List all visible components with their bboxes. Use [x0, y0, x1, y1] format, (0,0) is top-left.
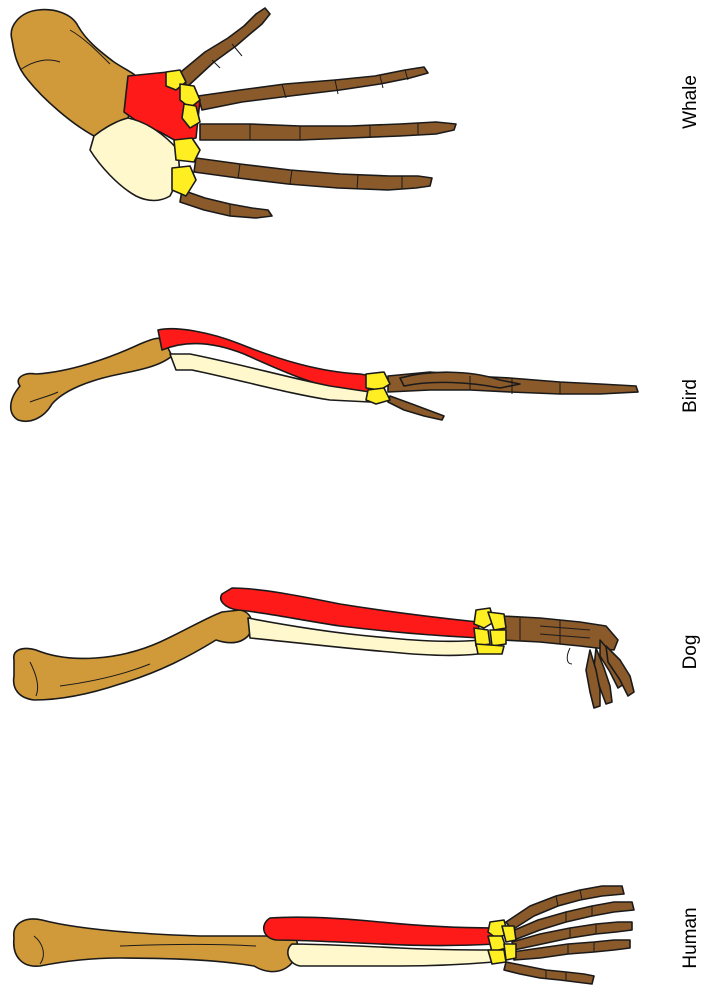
- human-limb: [14, 886, 634, 984]
- human-phalanges: [504, 886, 634, 984]
- dog-carpal: [488, 612, 506, 630]
- dog-carpal: [476, 644, 504, 654]
- human-thumb: [504, 962, 594, 984]
- dog-phalanges: [502, 616, 634, 708]
- label-bird: Bird: [680, 379, 701, 413]
- bird-digit-lower: [388, 396, 444, 420]
- label-human: Human: [680, 907, 701, 968]
- human-radius: [264, 917, 496, 945]
- whale-carpal: [174, 138, 200, 162]
- human-carpal: [488, 950, 506, 964]
- human-ulna: [288, 944, 494, 966]
- whale-phalanges: [176, 8, 456, 218]
- dog-carpal: [490, 630, 506, 646]
- whale-finger-5: [180, 190, 272, 218]
- label-dog: Dog: [680, 635, 701, 670]
- human-carpal: [502, 926, 516, 942]
- whale-carpal: [172, 166, 196, 196]
- bird-humerus: [11, 338, 172, 421]
- whale-finger-4: [194, 158, 432, 190]
- whale-finger-2: [198, 67, 428, 110]
- whale-humerus: [11, 10, 140, 136]
- bird-carpal: [366, 372, 390, 390]
- dog-limb: [14, 588, 634, 708]
- label-whale: Whale: [680, 75, 701, 129]
- bird-limb: [11, 329, 638, 421]
- whale-finger-1: [176, 8, 270, 86]
- dog-carpals: [474, 608, 506, 654]
- dog-humerus: [14, 610, 253, 700]
- whale-limb: [11, 8, 456, 218]
- bird-phalanges: [388, 372, 638, 420]
- human-carpal: [504, 944, 516, 960]
- bird-carpal: [366, 388, 390, 404]
- bird-carpals: [366, 372, 390, 404]
